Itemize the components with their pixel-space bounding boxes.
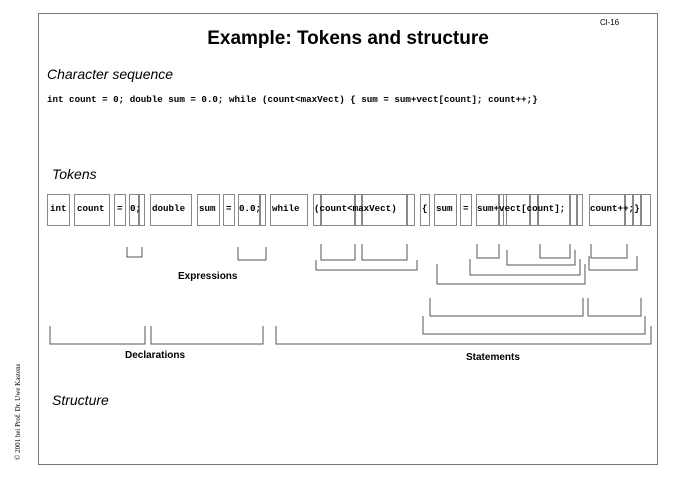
expression-bracket (590, 244, 628, 259)
token-box (260, 194, 266, 226)
token-text: = (226, 203, 232, 214)
expression-bracket (506, 250, 576, 266)
token-box (355, 194, 362, 226)
slide-title: Example: Tokens and structure (207, 28, 489, 49)
tokens-heading: Tokens (52, 166, 97, 182)
expression-bracket (469, 259, 581, 276)
token-text: sum+vect[count]; (477, 203, 566, 214)
token-box (238, 194, 260, 226)
expression-bracket (237, 247, 267, 261)
declaration-bracket (150, 326, 264, 345)
copyright-note: © 2001 bei Prof. Dr. Uwe Kastens (14, 363, 22, 460)
token-box (321, 194, 355, 226)
slide-id: Cl-16 (600, 18, 620, 27)
token-box (530, 194, 538, 226)
expression-bracket (476, 244, 500, 259)
token-text: int (50, 203, 67, 214)
token-text: sum (199, 203, 216, 214)
expressions-label: Expressions (178, 271, 238, 282)
statement-bracket (429, 298, 584, 317)
token-box (47, 194, 70, 226)
slide-frame (38, 13, 658, 465)
token-box (420, 194, 430, 226)
token-box (538, 194, 570, 226)
token-text: 0; (130, 203, 142, 214)
token-box (570, 194, 577, 226)
expression-bracket (320, 244, 356, 261)
token-box (577, 194, 583, 226)
token-box (150, 194, 192, 226)
token-box (625, 194, 633, 226)
statements-label: Statements (466, 352, 520, 363)
token-text: count++;} (590, 203, 640, 214)
character-sequence-heading: Character sequence (47, 66, 174, 82)
token-box (362, 194, 407, 226)
character-sequence-code: int count = 0; double sum = 0.0; while (… (47, 94, 538, 105)
expression-bracket (588, 256, 638, 271)
statement-bracket (422, 316, 646, 335)
token-box (460, 194, 472, 226)
token-box (503, 194, 530, 226)
statement-bracket (587, 298, 642, 317)
token-text: (count<maxVect) (314, 203, 397, 214)
token-text: = (117, 203, 123, 214)
token-box (476, 194, 499, 226)
expression-bracket (126, 247, 143, 258)
declarations-label: Declarations (125, 350, 186, 361)
token-text: = (463, 203, 469, 214)
token-box (270, 194, 308, 226)
token-box (641, 194, 651, 226)
token-box (197, 194, 220, 226)
token-text: count (77, 203, 105, 214)
token-box (633, 194, 641, 226)
token-text: sum (436, 203, 453, 214)
expression-bracket (315, 260, 418, 271)
token-box (114, 194, 126, 226)
expression-bracket (361, 244, 408, 261)
token-box (589, 194, 625, 226)
token-box (129, 194, 139, 226)
expression-bracket (436, 264, 586, 285)
expression-bracket (539, 244, 571, 259)
token-text: 0.0; (239, 203, 262, 214)
token-box (434, 194, 457, 226)
token-text: double (152, 203, 186, 214)
statement-bracket (275, 326, 652, 345)
token-box (74, 194, 110, 226)
token-box (139, 194, 145, 226)
declaration-bracket (49, 326, 146, 345)
token-box (407, 194, 415, 226)
token-text: { (422, 203, 428, 214)
token-box (313, 194, 321, 226)
structure-heading: Structure (52, 392, 109, 408)
token-box (223, 194, 235, 226)
token-text: while (272, 203, 300, 214)
